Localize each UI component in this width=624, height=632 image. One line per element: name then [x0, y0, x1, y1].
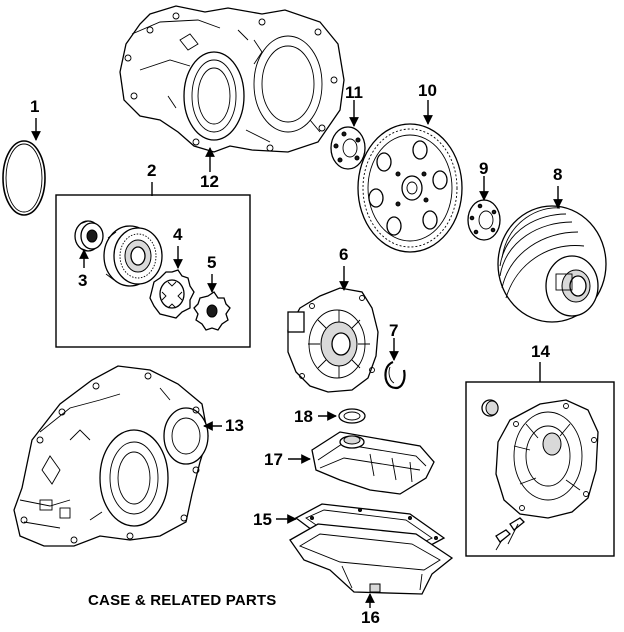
part-5-gear: [193, 291, 231, 331]
callout-5: 5: [207, 253, 217, 272]
part-8-torque-converter: [497, 205, 607, 323]
callout-12: 12: [200, 172, 219, 191]
callout-1: 1: [30, 97, 40, 116]
part-18-seal: [338, 408, 366, 424]
part-2-gear-assembly: [103, 225, 163, 287]
callout-16: 16: [361, 608, 380, 627]
part-4-gear-ring: [149, 269, 195, 319]
part-12-transaxle-housing: [119, 5, 345, 153]
part-1-o-ring: [2, 140, 46, 216]
part-14-cover-assembly: [481, 399, 599, 551]
part-16-oil-pan: [289, 523, 454, 595]
part-13-transmission-case: [13, 365, 209, 547]
callout-7: 7: [389, 321, 399, 340]
callout-9: 9: [479, 159, 489, 178]
callout-8: 8: [553, 165, 563, 184]
part-11-plate: [330, 126, 366, 170]
part-9-ring-plate: [467, 199, 501, 241]
part-6-oil-pump: [287, 287, 379, 393]
callout-14: 14: [531, 342, 550, 361]
part-17-oil-strainer: [311, 431, 435, 495]
callout-13: 13: [225, 416, 244, 435]
callout-10: 10: [418, 81, 437, 100]
part-3-bearing: [74, 220, 104, 252]
callout-2: 2: [147, 161, 157, 180]
part-7-snap-ring: [384, 360, 406, 390]
diagram-caption: CASE & RELATED PARTS: [88, 592, 277, 609]
callout-4: 4: [173, 225, 183, 244]
part-2-group-box: [55, 194, 251, 348]
part-10-drive-plate: [357, 123, 463, 253]
callout-15: 15: [253, 510, 272, 529]
callout-11: 11: [345, 83, 363, 102]
callout-18: 18: [294, 407, 313, 426]
callout-17: 17: [264, 450, 283, 469]
leader-lines: [31, 100, 563, 608]
callout-3: 3: [78, 271, 88, 290]
callout-6: 6: [339, 245, 349, 264]
